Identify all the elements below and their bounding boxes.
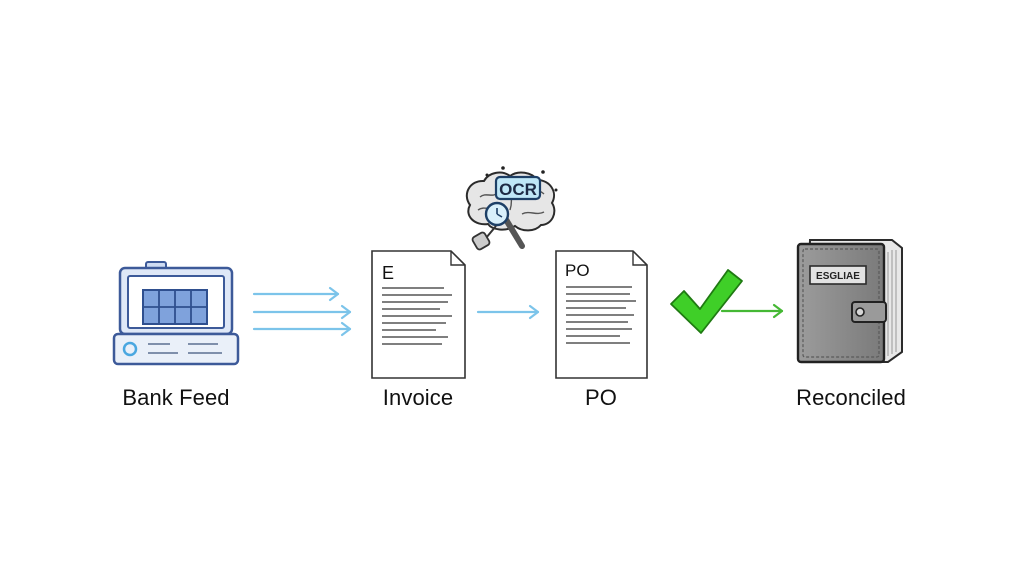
arrow-middle xyxy=(252,304,352,320)
check-icon xyxy=(670,269,743,334)
arrow-bottom xyxy=(252,321,352,337)
brain-stem-plug xyxy=(471,225,497,251)
invoice-label: Invoice xyxy=(382,385,454,410)
invoice-heading: E xyxy=(382,263,394,283)
ocr-label: OCR xyxy=(499,180,537,199)
bank-to-invoice-arrows xyxy=(252,286,352,337)
po-label: PO xyxy=(585,385,617,410)
bank-screen-grid xyxy=(142,289,208,325)
book-cover-label: ESGLIAE xyxy=(816,271,860,282)
arrow-top xyxy=(252,286,340,302)
magnifier xyxy=(484,201,525,249)
po-text-lines xyxy=(566,286,636,344)
invoice-to-po-arrow xyxy=(476,304,540,320)
invoice-document-icon: E xyxy=(371,250,466,379)
book-pages xyxy=(887,250,897,356)
ocr-brain-icon: OCR xyxy=(465,166,558,251)
po-heading: PO xyxy=(565,261,590,280)
bank-terminal-icon xyxy=(112,261,240,366)
po-document-icon: PO xyxy=(555,250,648,379)
reconciled-label: Reconciled xyxy=(796,385,906,410)
ledger-book-icon: ESGLIAE xyxy=(796,239,903,364)
po-to-reconciled-arrow xyxy=(720,303,784,319)
bank-feed-label: Bank Feed xyxy=(122,385,230,410)
invoice-text-lines xyxy=(382,287,452,345)
